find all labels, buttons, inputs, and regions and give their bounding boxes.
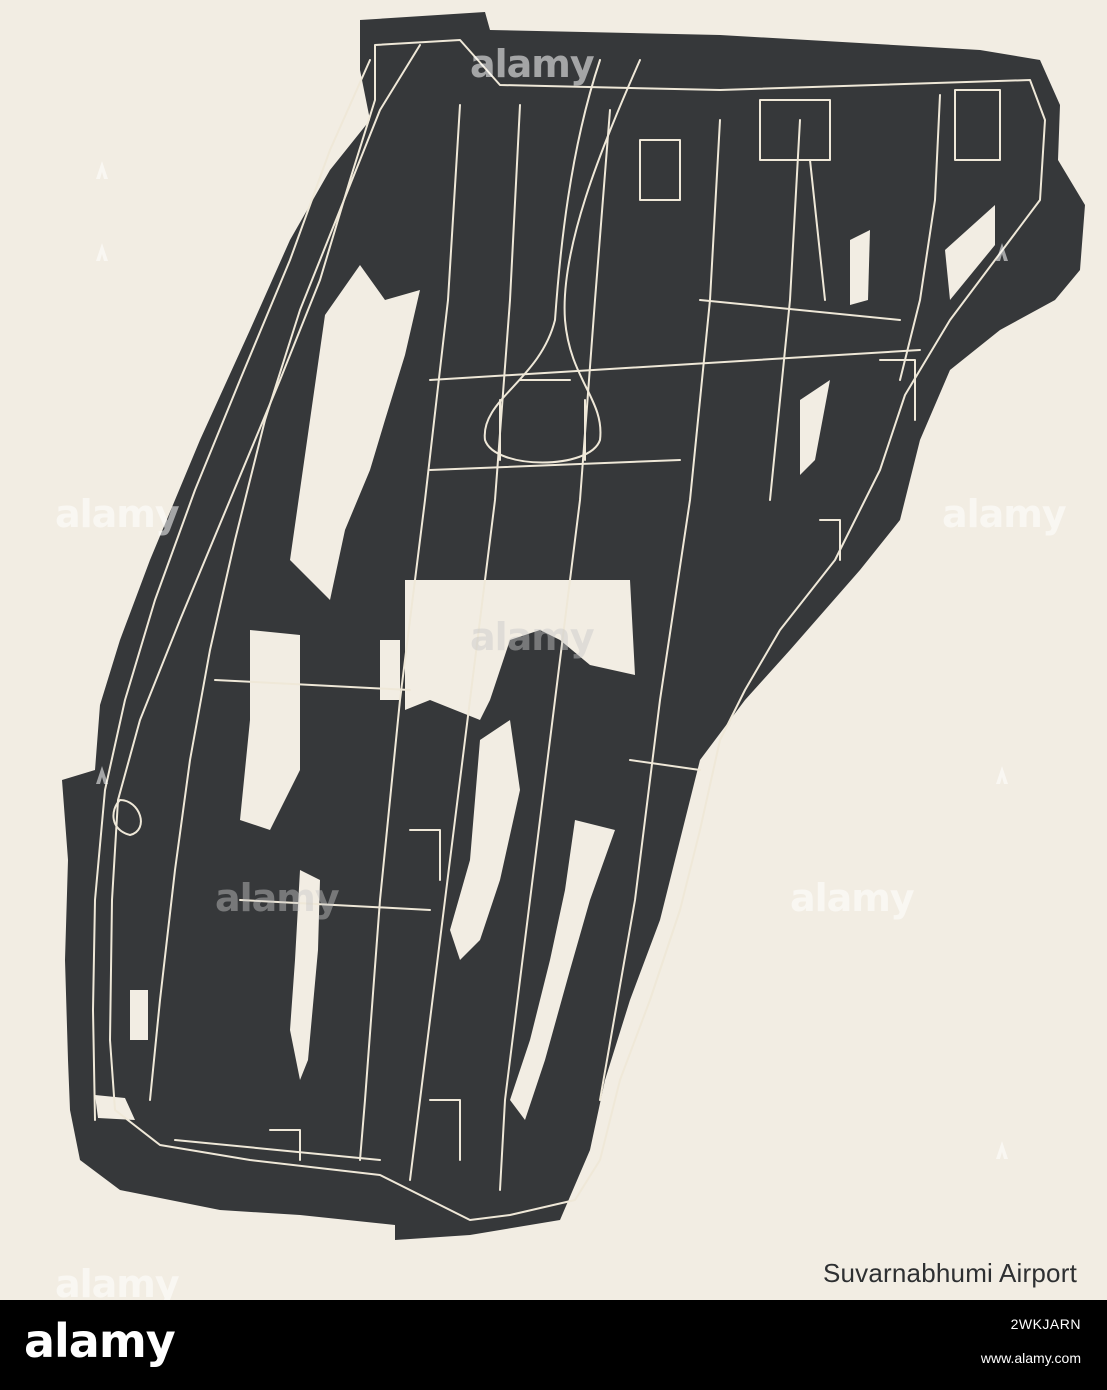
map-voids [95,205,995,1120]
alamy-logo[interactable]: alamy [24,1314,176,1368]
footer-bar: alamy 2WKJARN www.alamy.com [0,1300,1107,1390]
road-network [92,39,1046,1221]
map-title: Suvarnabhumi Airport [822,1258,1077,1288]
footer-url[interactable]: www.alamy.com [980,1350,1081,1366]
airport-map [62,12,1085,1240]
map-area: alamy alamy alamy alamy alamy alamy alam… [55,12,1085,1306]
image-id: 2WKJARN [1010,1316,1081,1332]
